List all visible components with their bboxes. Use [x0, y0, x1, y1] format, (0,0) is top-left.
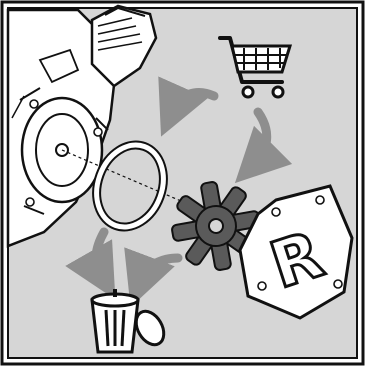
flow-arrows — [65, 76, 293, 308]
trash-can-icon — [90, 289, 166, 354]
o-ring-icon — [92, 140, 168, 232]
arrow-cart-to-impeller-icon — [234, 107, 293, 184]
arrow-cart-to-housing-icon — [158, 76, 219, 137]
shopping-cart-icon — [218, 36, 293, 99]
arrow-oring-to-trash-icon — [65, 227, 116, 300]
arrow-impeller-to-trash-icon — [124, 247, 183, 308]
cover-plate-icon: R — [238, 184, 354, 320]
